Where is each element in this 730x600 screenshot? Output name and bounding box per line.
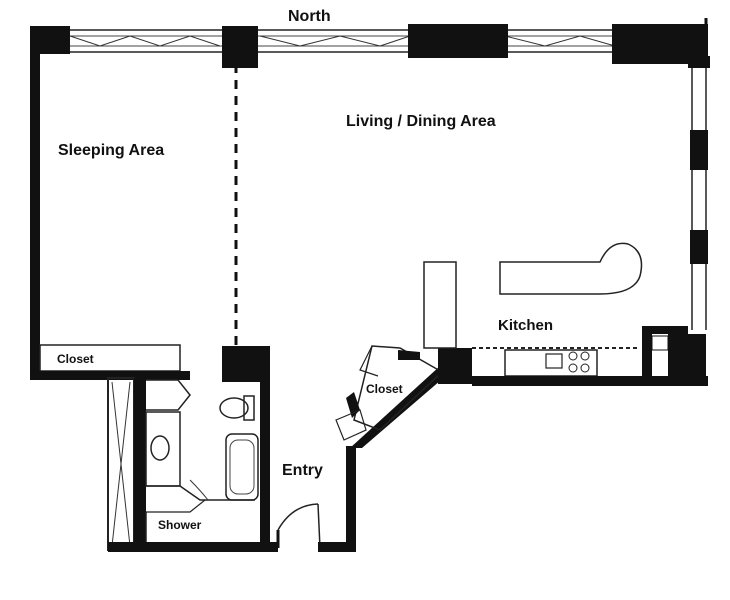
column-n2 xyxy=(408,24,508,58)
closet-entry-label: Closet xyxy=(366,382,403,396)
entry-east-wall xyxy=(346,446,356,552)
entry-door xyxy=(276,503,356,552)
toilet-icon xyxy=(219,397,249,419)
east-window-wall xyxy=(688,18,710,330)
north-window-wall xyxy=(30,24,708,68)
living-dining-label: Living / Dining Area xyxy=(346,113,496,130)
bathroom-fixtures xyxy=(145,379,259,542)
linen-closet xyxy=(107,377,146,551)
kitchen-sink-icon xyxy=(545,353,563,369)
diagonal-closet xyxy=(335,345,448,448)
bath-east-wall xyxy=(260,348,270,552)
kitchen-island xyxy=(499,242,643,295)
shower-label: Shower xyxy=(158,518,202,532)
closet-main-label: Closet xyxy=(57,352,94,366)
north-label: North xyxy=(288,8,331,25)
entry-label: Entry xyxy=(282,462,323,479)
bath-bottom-wall xyxy=(108,542,278,552)
sleeping-area-label: Sleeping Area xyxy=(58,142,165,159)
column-n1 xyxy=(222,26,258,68)
kitchen-partition xyxy=(423,261,457,349)
kitchen-label: Kitchen xyxy=(498,317,554,334)
kitchen-structures xyxy=(423,242,708,386)
stove-icon xyxy=(568,351,578,361)
column-bath xyxy=(222,346,270,382)
kitchen-column xyxy=(438,348,472,384)
west-wall xyxy=(30,30,40,380)
sink-icon xyxy=(150,435,170,461)
